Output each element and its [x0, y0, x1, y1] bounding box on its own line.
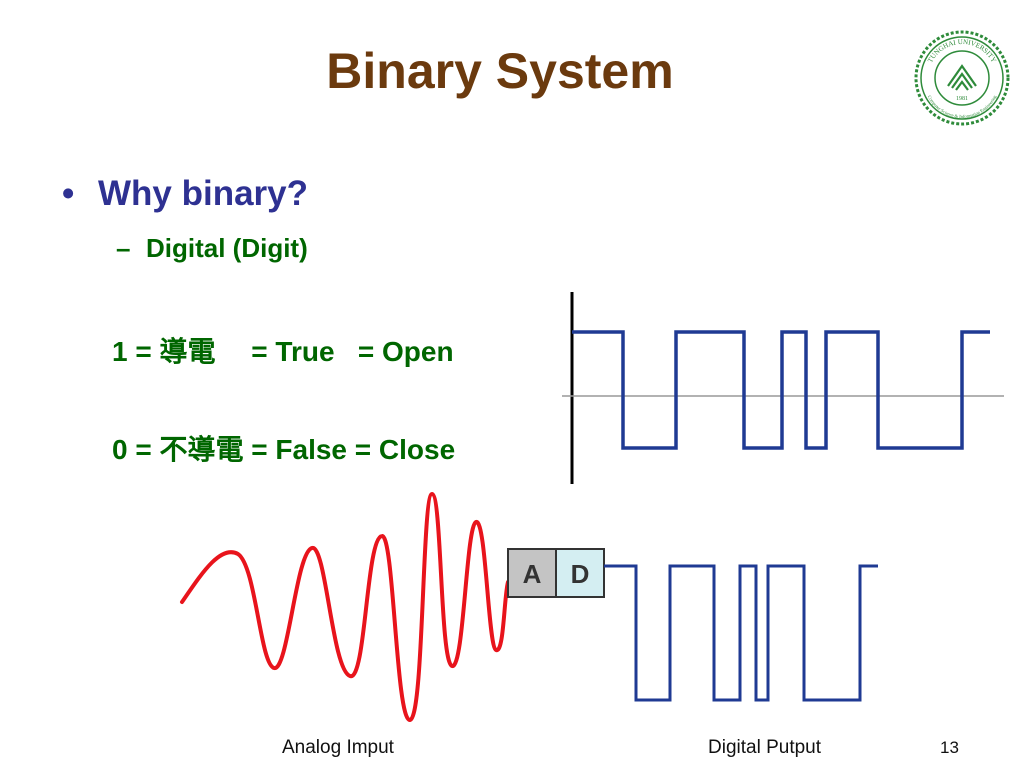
ad-converter-box-d — [555, 548, 605, 598]
analog-signal-line — [180, 491, 510, 723]
slide-title: Binary System — [326, 43, 674, 99]
caption-analog-input: Analog Imput — [282, 737, 394, 758]
ad-converter-box-a — [507, 548, 557, 598]
bullet-text: Why binary? — [98, 174, 309, 213]
page-number: 13 — [940, 738, 959, 757]
digital-signal-line — [572, 330, 990, 450]
dash-icon: – — [116, 233, 131, 263]
binary-one-definition: 1 = 導電 = True = Open — [112, 336, 454, 367]
ad-box-label-d: D — [571, 559, 590, 589]
logo-year: 1981 — [956, 96, 968, 102]
binary-zero-definition: 0 = 不導電 = False = Close — [112, 434, 456, 465]
bullet-why-binary: • Why binary? — [62, 174, 308, 214]
sub-bullet-digital: –Digital (Digit) — [116, 233, 308, 264]
university-logo: TUNGHAI UNIVERSITY Computer Science & In… — [914, 30, 1010, 126]
sub-bullet-text: Digital (Digit) — [146, 233, 308, 263]
digital-output-line — [604, 564, 878, 702]
bullet-dot-icon: • — [62, 174, 75, 213]
digital-waveform-diagram — [562, 292, 1004, 484]
ad-box-label-a: A — [523, 559, 542, 589]
caption-digital-output: Digital Putput — [708, 737, 822, 758]
ad-conversion-diagram: A D — [180, 491, 878, 723]
